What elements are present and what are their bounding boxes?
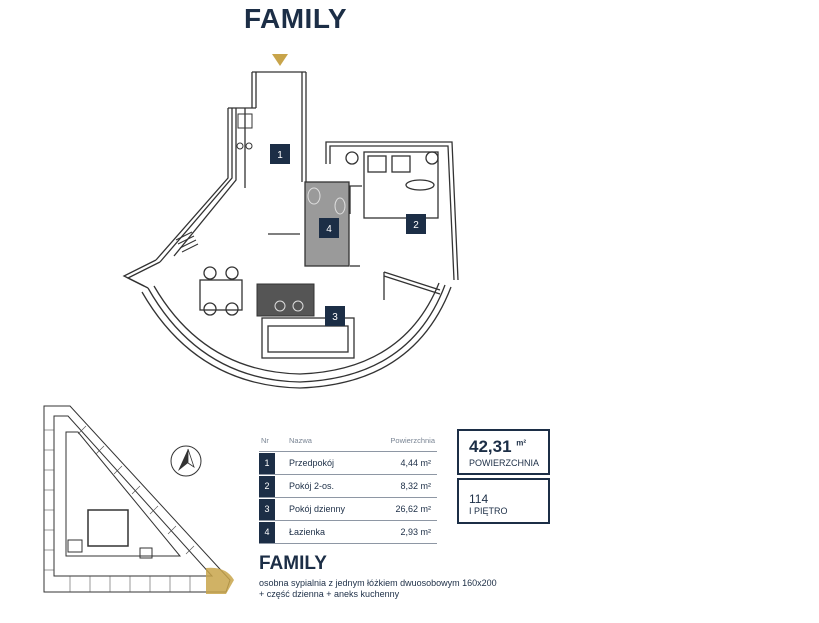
total-area-unit: m² (516, 438, 527, 448)
row-number: 3 (259, 498, 275, 520)
entrance-arrow-icon (272, 54, 288, 66)
north-compass-icon (170, 445, 202, 477)
room-table: Nr Nazwa Powierzchnia 1 Przedpokój 4,44 … (259, 433, 437, 544)
room-area: 26,62 m² (371, 497, 437, 521)
total-area-label: POWIERZCHNIA (469, 458, 540, 468)
page-title: FAMILY (243, 3, 348, 34)
col-header-name: Nazwa (275, 433, 372, 452)
unit-description: osobna sypialnia z jednym łóżkiem dwuoso… (259, 578, 559, 600)
table-row: 2 Pokój 2-os. 8,32 m² (259, 474, 437, 498)
room-area: 2,93 m² (371, 520, 437, 544)
row-number: 4 (259, 521, 275, 543)
total-area: 42,31 m² (469, 437, 526, 457)
site-plan (43, 405, 234, 594)
total-area-box: 42,31 m² POWIERZCHNIA (457, 429, 550, 475)
floor-plan: 1 2 3 4 (122, 54, 459, 389)
row-number: 1 (259, 452, 275, 474)
table-row: 4 Łazienka 2,93 m² (259, 520, 437, 544)
unit-type-title: FAMILY (259, 553, 327, 574)
description-line-1: osobna sypialnia z jednym łóżkiem dwuoso… (259, 578, 497, 588)
table-row: 1 Przedpokój 4,44 m² (259, 451, 437, 475)
room-area: 4,44 m² (371, 451, 437, 475)
row-number: 2 (259, 475, 275, 497)
col-header-nr: Nr (259, 433, 275, 452)
room-name: Przedpokój (275, 451, 372, 475)
room-marker-4: 4 (326, 224, 332, 235)
room-name: Pokój 2-os. (275, 474, 372, 498)
room-name: Łazienka (275, 520, 372, 544)
room-marker-2: 2 (413, 220, 419, 231)
table-row: 3 Pokój dzienny 26,62 m² (259, 497, 437, 521)
room-area: 8,32 m² (371, 474, 437, 498)
room-marker-1: 1 (277, 150, 283, 161)
description-line-2: + część dzienna + aneks kuchenny (259, 589, 400, 599)
room-marker-3: 3 (332, 312, 338, 323)
unit-floor: I PIĘTRO (469, 506, 508, 516)
col-header-area: Powierzchnia (371, 433, 437, 452)
unit-info-box: 114 I PIĘTRO (457, 478, 550, 524)
unit-number: 114 (469, 492, 489, 506)
room-name: Pokój dzienny (275, 497, 372, 521)
total-area-value: 42,31 (469, 437, 512, 456)
